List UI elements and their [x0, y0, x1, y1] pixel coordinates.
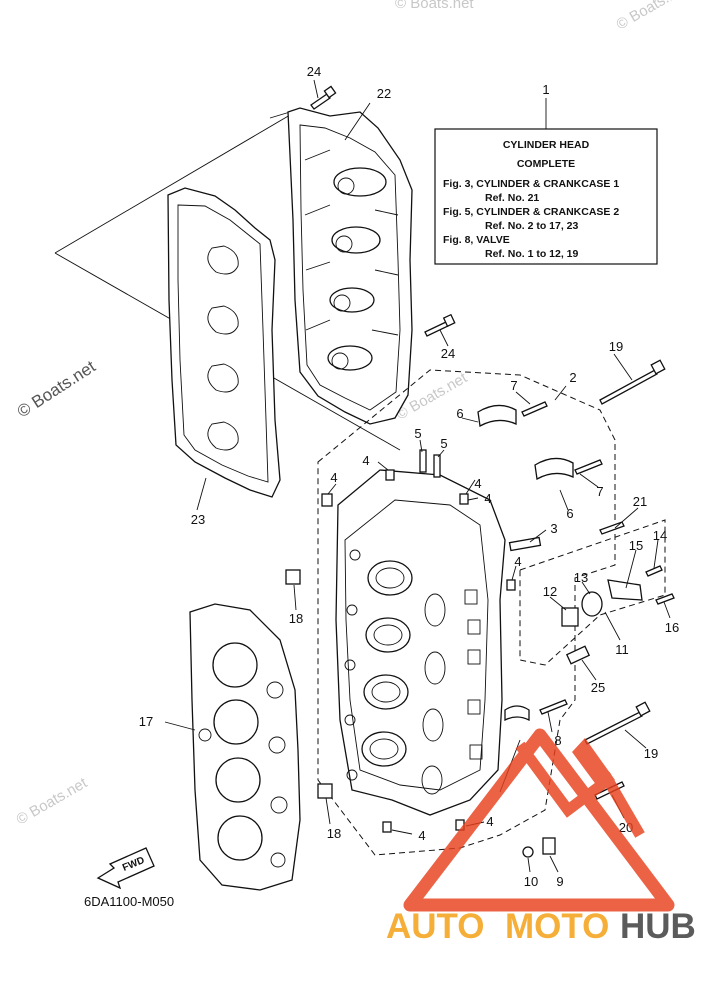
callout-12[interactable]: 12: [543, 584, 557, 599]
callout-5[interactable]: 5: [414, 426, 421, 441]
port-row: [421, 593, 446, 795]
callout-5[interactable]: 5: [440, 436, 447, 451]
callout-8[interactable]: 8: [554, 733, 561, 748]
callout-25[interactable]: 25: [591, 680, 605, 695]
cover-bosses: [327, 167, 387, 371]
info-box: CYLINDER HEAD COMPLETE Fig. 3, CYLINDER …: [434, 82, 658, 265]
cylinder-head-cover: [287, 107, 413, 425]
callout-17[interactable]: 17: [139, 714, 153, 729]
callout-6[interactable]: 6: [566, 506, 573, 521]
callout-18[interactable]: 18: [327, 826, 341, 841]
logo-zigzag-icon: [515, 741, 645, 838]
callout-14[interactable]: 14: [653, 528, 667, 543]
diagram-code: 6DA1100-M050: [84, 894, 174, 909]
info-line-8: Ref. No. 1 to 12, 19: [485, 248, 579, 260]
fwd-indicator: FWD: [96, 847, 155, 890]
head-gasket: [189, 603, 301, 891]
watermark-boats-net: © Boats.net: [14, 357, 99, 422]
callout-4[interactable]: 4: [362, 453, 369, 468]
info-line-6: Ref. No. 2 to 17, 23: [485, 220, 579, 232]
small-parts: [285, 359, 675, 858]
callout-4[interactable]: 4: [484, 491, 491, 506]
callout-9[interactable]: 9: [556, 874, 563, 889]
bolt-24-top: [310, 79, 337, 110]
callout-2[interactable]: 2: [569, 370, 576, 385]
brand-auto: AUTO: [386, 907, 485, 946]
callout-21[interactable]: 21: [633, 494, 647, 509]
brand-wordmark: AUTO MOTO HUB: [386, 907, 696, 946]
callout-19[interactable]: 19: [609, 339, 623, 354]
callout-1[interactable]: 1: [542, 82, 549, 97]
callout-7[interactable]: 7: [596, 484, 603, 499]
callouts: 24 22 24 19 2 7 6 5 5 4 4 4 4 7 6 21 3 4…: [139, 64, 679, 889]
automotohub-logo: [403, 728, 675, 912]
callout-15[interactable]: 15: [629, 538, 643, 553]
callout-4[interactable]: 4: [514, 554, 521, 569]
callout-3[interactable]: 3: [550, 521, 557, 536]
callout-7[interactable]: 7: [510, 378, 517, 393]
logo-triangle-icon: [403, 728, 675, 912]
combustion-chambers: [361, 560, 413, 767]
watermark-faint: © Boats.net: [614, 0, 691, 33]
callout-13[interactable]: 13: [574, 570, 588, 585]
callout-4[interactable]: 4: [330, 470, 337, 485]
callout-16[interactable]: 16: [665, 620, 679, 635]
callout-19[interactable]: 19: [644, 746, 658, 761]
callout-4[interactable]: 4: [486, 814, 493, 829]
callout-4[interactable]: 4: [474, 476, 481, 491]
brand-hub: HUB: [620, 907, 696, 946]
callout-18[interactable]: 18: [289, 611, 303, 626]
callout-11[interactable]: 11: [615, 642, 629, 657]
callout-6[interactable]: 6: [456, 406, 463, 421]
assembly-box: [317, 369, 666, 856]
info-line-3: Fig. 3, CYLINDER & CRANKCASE 1: [443, 178, 619, 190]
callout-24[interactable]: 24: [441, 346, 455, 361]
cylinder-head: [335, 469, 506, 816]
info-line-1: CYLINDER HEAD: [503, 139, 590, 151]
bolt-24-mid: [424, 313, 456, 347]
watermark-faint: © Boats.net: [14, 774, 91, 828]
brand-moto: MOTO: [505, 907, 609, 946]
watermark-faint: © Boats.net: [395, 0, 474, 12]
info-line-5: Fig. 5, CYLINDER & CRANKCASE 2: [443, 206, 619, 218]
callout-10[interactable]: 10: [524, 874, 538, 889]
callout-23[interactable]: 23: [191, 512, 205, 527]
info-line-7: Fig. 8, VALVE: [443, 234, 510, 246]
info-line-4: Ref. No. 21: [485, 192, 539, 204]
logo-mark-icon: [572, 738, 615, 790]
info-line-2: COMPLETE: [517, 158, 575, 170]
callout-24[interactable]: 24: [307, 64, 321, 79]
cover-gasket: [167, 187, 281, 511]
info-box-frame: [434, 128, 658, 265]
callout-4[interactable]: 4: [418, 828, 425, 843]
callout-22[interactable]: 22: [377, 86, 391, 101]
